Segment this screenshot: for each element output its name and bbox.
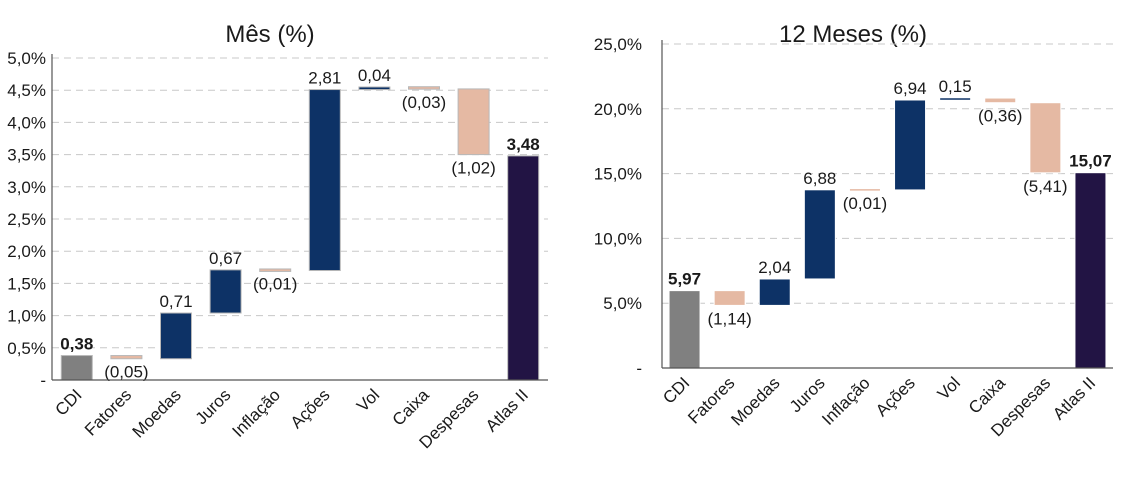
x-tick-label: Vol	[353, 385, 383, 415]
y-tick-label: 5,0%	[7, 49, 46, 68]
x-tick-label: Juros	[192, 385, 235, 428]
y-tick-label: -	[636, 359, 642, 378]
y-tick-label: 2,5%	[7, 210, 46, 229]
waterfall-bar-caixa	[984, 97, 1017, 104]
waterfall-bar-vol	[939, 97, 972, 101]
x-tick-label: Juros	[786, 373, 829, 416]
data-label: 6,88	[803, 169, 836, 188]
x-tick-label: Moedas	[727, 373, 783, 429]
data-label: (5,41)	[1023, 177, 1067, 196]
y-tick-label: 4,5%	[7, 81, 46, 100]
data-label: 2,04	[758, 258, 791, 277]
data-label: (0,36)	[978, 107, 1022, 126]
data-label: 0,04	[358, 66, 391, 85]
y-tick-label: 1,5%	[7, 274, 46, 293]
data-label: 0,15	[939, 77, 972, 96]
waterfall-bar-infla-o	[848, 188, 881, 192]
x-tick-label: Ações	[872, 373, 919, 420]
x-tick-label: Moedas	[129, 385, 185, 441]
y-tick-label: 2,0%	[7, 242, 46, 261]
chart-title: Mês (%)	[225, 21, 314, 48]
y-tick-label: 3,5%	[7, 146, 46, 165]
waterfall-bar-infla-o	[259, 268, 292, 272]
x-tick-label: CDI	[659, 373, 693, 407]
y-tick-label: 20,0%	[594, 100, 642, 119]
data-label: (0,05)	[104, 363, 148, 382]
y-tick-label: 3,0%	[7, 178, 46, 197]
x-tick-label: Atlas II	[482, 385, 532, 435]
data-label: 6,94	[894, 79, 927, 98]
y-tick-label: 15,0%	[594, 165, 642, 184]
month-waterfall-chart: Mês (%) 0,38 (0,05) 0,71 0,67 (0,01) 2,81 0,04…	[7, 21, 548, 452]
waterfall-bar-vol	[358, 86, 391, 91]
waterfall-bar-cdi	[60, 355, 93, 381]
y-tick-label: -	[40, 371, 46, 390]
data-label: 5,97	[668, 270, 701, 289]
twelve-month-waterfall-chart: 12 Meses (%) 5,97(1,14)2,046,88(0,01)6,9…	[594, 21, 1113, 440]
y-tick-label: 1,0%	[7, 307, 46, 326]
waterfall-bar-juros	[209, 269, 242, 314]
waterfall-bar-caixa	[408, 86, 440, 90]
waterfall-bar-moedas	[160, 312, 192, 360]
waterfall-bar-a-es	[894, 99, 927, 191]
data-label: 15,07	[1069, 152, 1112, 171]
x-tick-label: Ações	[287, 385, 334, 432]
waterfall-bar-atlas-ii	[507, 155, 540, 381]
data-label: (0,01)	[843, 194, 887, 213]
waterfall-bar-despesas	[457, 88, 490, 156]
data-label: (1,14)	[707, 309, 751, 328]
data-label: 0,38	[60, 335, 93, 354]
y-tick-label: 10,0%	[594, 229, 642, 248]
y-tick-label: 25,0%	[594, 35, 642, 54]
waterfall-bar-fatores	[110, 355, 143, 360]
y-tick-label: 4,0%	[7, 113, 46, 132]
x-tick-label: Vol	[934, 373, 964, 403]
x-tick-label: Caixa	[389, 385, 434, 430]
y-tick-label: 0,5%	[7, 339, 46, 358]
x-tick-label: Inflação	[228, 385, 284, 441]
data-label: 3,48	[507, 135, 540, 154]
data-label: 0,67	[209, 249, 242, 268]
waterfall-bar-atlas-ii	[1074, 172, 1107, 369]
x-tick-label: Inflação	[818, 373, 874, 429]
x-tick-label: Atlas II	[1049, 373, 1099, 423]
x-tick-label: CDI	[51, 385, 85, 419]
waterfall-bar-fatores	[713, 290, 746, 306]
waterfall-bar-a-es	[308, 89, 341, 272]
data-label: (0,03)	[402, 93, 446, 112]
y-tick-label: 5,0%	[603, 294, 642, 313]
waterfall-bar-despesas	[1029, 102, 1062, 174]
waterfall-bar-juros	[803, 189, 836, 280]
data-label: (0,01)	[253, 275, 297, 294]
data-label: 2,81	[308, 69, 341, 88]
data-label: 0,71	[159, 292, 192, 311]
waterfall-bar-cdi	[668, 290, 701, 369]
data-label: (1,02)	[451, 159, 495, 178]
x-tick-label: Fatores	[81, 385, 135, 439]
waterfall-bar-moedas	[758, 278, 791, 306]
